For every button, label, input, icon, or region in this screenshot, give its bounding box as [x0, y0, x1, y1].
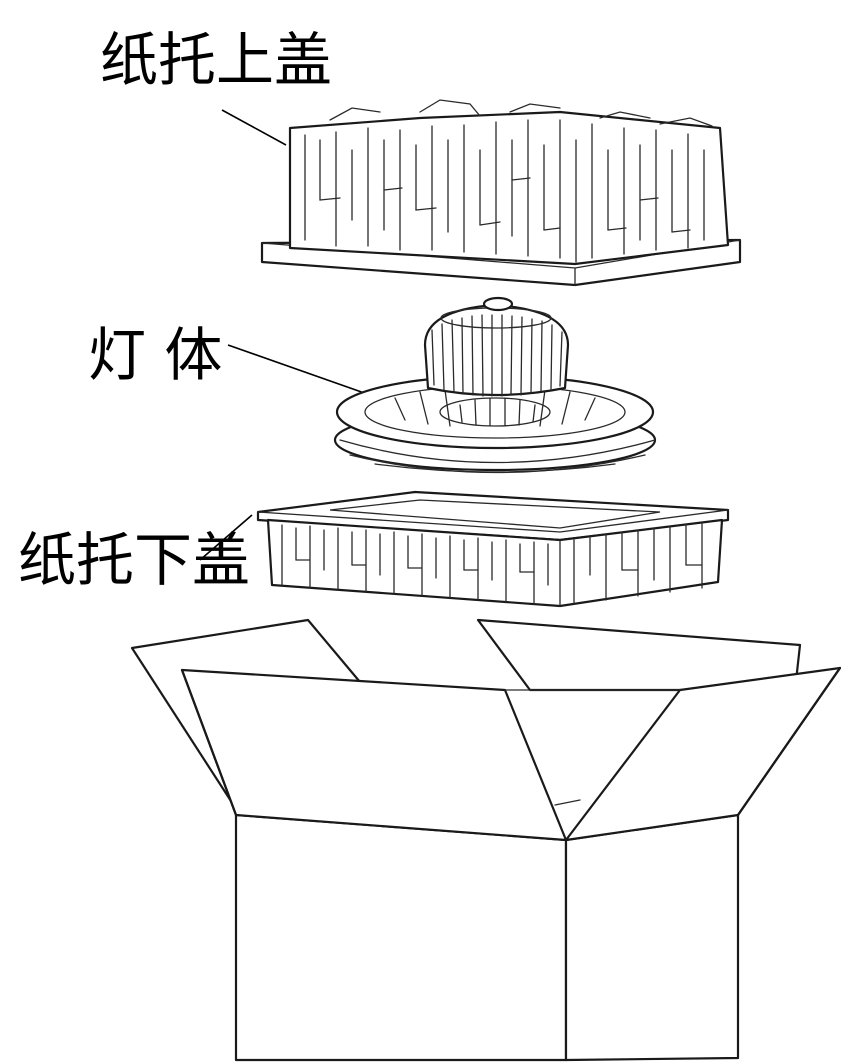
bottom-tray-illustration: [256, 490, 730, 608]
label-lamp-body: 灯 体: [88, 321, 222, 389]
carton-box-illustration: [130, 618, 841, 1062]
label-bottom-tray: 纸托下盖: [18, 526, 250, 594]
label-top-tray: 纸托上盖: [100, 26, 332, 94]
leader-lamp-body: [227, 344, 371, 396]
leader-bottom-tray: [199, 514, 253, 561]
leader-top-tray: [221, 109, 287, 146]
top-tray-illustration: [260, 99, 742, 287]
lamp-body-illustration: [333, 296, 657, 474]
